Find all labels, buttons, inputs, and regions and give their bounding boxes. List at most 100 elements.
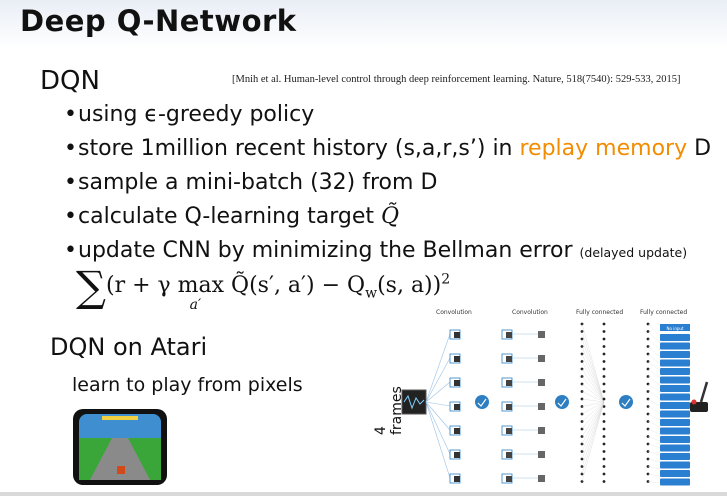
sum-symbol: ∑	[76, 262, 106, 311]
bullet-replay: • store 1million recent history (s,a,r,s…	[62, 134, 711, 168]
bullet-target: • calculate Q-learning target Q̃	[62, 202, 711, 236]
conv1-connection	[425, 333, 451, 403]
fc2-connection	[647, 323, 661, 337]
fc1-out-node	[602, 442, 606, 446]
output-action-box	[660, 402, 690, 409]
conv2-map	[538, 355, 545, 362]
fc1-out-node	[602, 337, 606, 341]
fc1-connection	[581, 376, 605, 403]
conv2-map	[538, 427, 545, 434]
fc1-out-node	[602, 405, 606, 408]
conv1-map-fill	[454, 332, 460, 338]
fc2-connection	[647, 473, 661, 477]
citation-text: [Mnih et al. Human-level control through…	[232, 74, 681, 85]
bullet-dot: •	[64, 102, 77, 127]
conv1-connection	[425, 357, 451, 403]
fc2-connection	[647, 481, 661, 484]
joystick-button	[691, 399, 697, 405]
formula-part: (s, a))	[377, 273, 442, 298]
fc1-connection	[581, 368, 605, 403]
fc2-connection	[647, 443, 661, 449]
q-tilde-symbol: Q̃	[380, 204, 400, 229]
slide-title: Deep Q-Network	[20, 4, 297, 38]
fc2-connection	[647, 391, 661, 400]
fc2-connection	[647, 376, 661, 386]
fc1-connection	[581, 401, 605, 445]
output-action-box	[660, 478, 690, 486]
fc1-connection	[581, 401, 605, 430]
fc1-connection	[581, 401, 605, 407]
fc2-connection	[647, 338, 661, 351]
fc1-out-node	[602, 420, 606, 423]
fc2-connection	[647, 361, 661, 372]
output-action-box	[660, 427, 690, 435]
fc1-out-node	[602, 427, 606, 431]
fc1-out-node	[602, 375, 606, 378]
fc1-out-node	[602, 382, 606, 386]
bullet-text-after: D	[687, 136, 712, 161]
max-subscript: a′	[189, 297, 202, 313]
output-action-box	[660, 359, 690, 367]
layer-label-fc2: Fully connected	[640, 309, 688, 316]
bullet-list: • using ϵ-greedy policy • store 1million…	[62, 100, 711, 270]
tv-car	[117, 466, 125, 474]
fc1-connection	[581, 401, 605, 452]
relu-check	[621, 398, 631, 407]
network-layers	[425, 322, 690, 486]
conv2-map	[538, 331, 545, 338]
conv1-map-fill	[454, 452, 460, 458]
relu-node	[619, 395, 633, 409]
fc2-connection	[647, 331, 661, 344]
conv1-connection	[425, 401, 451, 455]
conv2-input-fill	[506, 380, 512, 386]
output-header-box	[660, 324, 690, 331]
q-subscript: w	[365, 285, 378, 302]
output-action-box	[660, 368, 690, 375]
fc1-out-node	[602, 390, 606, 393]
bullet-text: sample a mini-batch (32) from D	[78, 170, 438, 195]
fc2-connection	[647, 368, 661, 379]
relu-node	[475, 395, 489, 409]
conv1-connection	[425, 401, 451, 479]
fc1-out-node	[602, 435, 606, 438]
fc2-connection	[647, 398, 661, 407]
input-signal	[403, 394, 425, 410]
bullet-text: update CNN by minimizing the Bellman err…	[78, 238, 580, 263]
fc2-connection	[647, 428, 661, 435]
relu-check	[477, 398, 487, 407]
conv1-map-fill	[454, 428, 460, 434]
fc1-node	[580, 442, 584, 446]
fc1-node	[580, 472, 584, 476]
input-frames	[401, 389, 427, 415]
bullet-dot: •	[64, 238, 77, 263]
fc1-out-node	[602, 367, 606, 371]
network-diagram: No input	[401, 322, 709, 486]
fc2-connection	[647, 406, 661, 414]
fc1-connection	[581, 401, 605, 437]
fc1-out-node	[602, 450, 606, 453]
atari-subtext: learn to play from pixels	[72, 374, 303, 396]
output-action-box	[660, 393, 690, 401]
conv2-input-fill	[506, 476, 512, 482]
fc2-connection	[647, 413, 661, 421]
bullet-bellman: • update CNN by minimizing the Bellman e…	[62, 236, 711, 270]
output-action-box	[660, 470, 690, 477]
output-header-text: No input	[667, 326, 684, 331]
conv2-map	[538, 403, 545, 410]
conv1-connection	[425, 401, 451, 431]
fc1-connection	[581, 398, 605, 403]
conv1-connection	[425, 401, 451, 407]
fc2-connection	[647, 466, 661, 470]
fc1-node	[580, 450, 584, 453]
fc1-out-node	[602, 480, 606, 483]
fc1-connection	[581, 401, 605, 460]
joystick-icon	[690, 381, 709, 412]
fc2-connection	[647, 383, 661, 393]
fc1-connection	[581, 401, 605, 415]
fc1-node	[580, 480, 584, 483]
output-action-box	[660, 410, 690, 418]
max-text: max	[177, 273, 225, 298]
output-action-box	[660, 342, 690, 350]
